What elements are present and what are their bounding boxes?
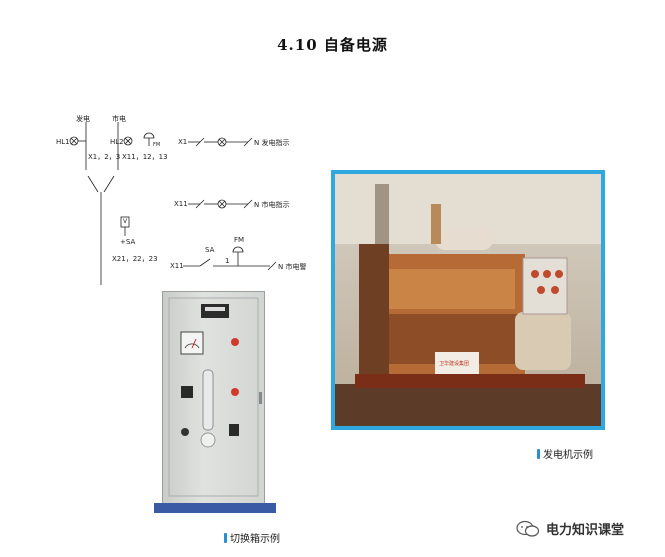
generator-photo: 卫华建设集团 — [331, 170, 605, 430]
row2-left: X11 — [174, 200, 188, 208]
cabinet-illustration — [168, 297, 262, 497]
wiring-schematic: 发电 市电 HL1 HL2 X1，2，3 X11，12，13 FM V +SA … — [50, 100, 330, 290]
row2-right: N 市电指示 — [254, 201, 290, 209]
label-hl2: HL2 — [110, 138, 124, 146]
row3-right: N 市电警 — [278, 263, 307, 271]
label-x21-terms: X21，22，23 — [112, 255, 158, 263]
label-shidian: 市电 — [112, 115, 126, 123]
watermark: 电力知识课堂 — [516, 519, 624, 538]
label-voltmeter: V — [123, 218, 128, 225]
row3-left: X11 — [170, 262, 184, 270]
generator-image: 卫华建设集团 — [335, 174, 601, 426]
row1-right: N 发电指示 — [254, 139, 290, 147]
label-fm-small: FM — [153, 142, 161, 148]
caption-marker-icon — [224, 532, 227, 543]
generator-caption: 发电机示例 — [537, 446, 593, 461]
generator-caption-text: 发电机示例 — [543, 450, 593, 461]
watermark-text: 电力知识课堂 — [546, 523, 625, 538]
section-title: 4.10 自备电源 — [277, 36, 388, 54]
label-plus-sa: +SA — [120, 238, 136, 246]
label-x1-terms: X1，2，3 — [88, 153, 121, 161]
generator-sign: 卫华建设集团 — [439, 361, 470, 367]
generator-illustration — [335, 174, 601, 426]
row3-sa: SA — [205, 246, 215, 254]
schematic-lines — [69, 122, 277, 285]
cabinet-base — [154, 503, 276, 513]
caption-marker-icon — [537, 448, 540, 459]
wechat-icon — [516, 520, 540, 537]
label-hl1: HL1 — [56, 138, 70, 146]
row3-num: 1 — [225, 257, 230, 265]
label-x11-terms: X11，12，13 — [122, 153, 168, 161]
row3-fm: FM — [234, 236, 245, 244]
transfer-cabinet-photo — [162, 291, 265, 505]
cabinet-caption: 切换箱示例 — [224, 530, 280, 545]
cabinet-caption-text: 切换箱示例 — [230, 534, 280, 545]
label-fadian: 发电 — [76, 115, 90, 123]
row1-left: X1 — [178, 138, 188, 146]
